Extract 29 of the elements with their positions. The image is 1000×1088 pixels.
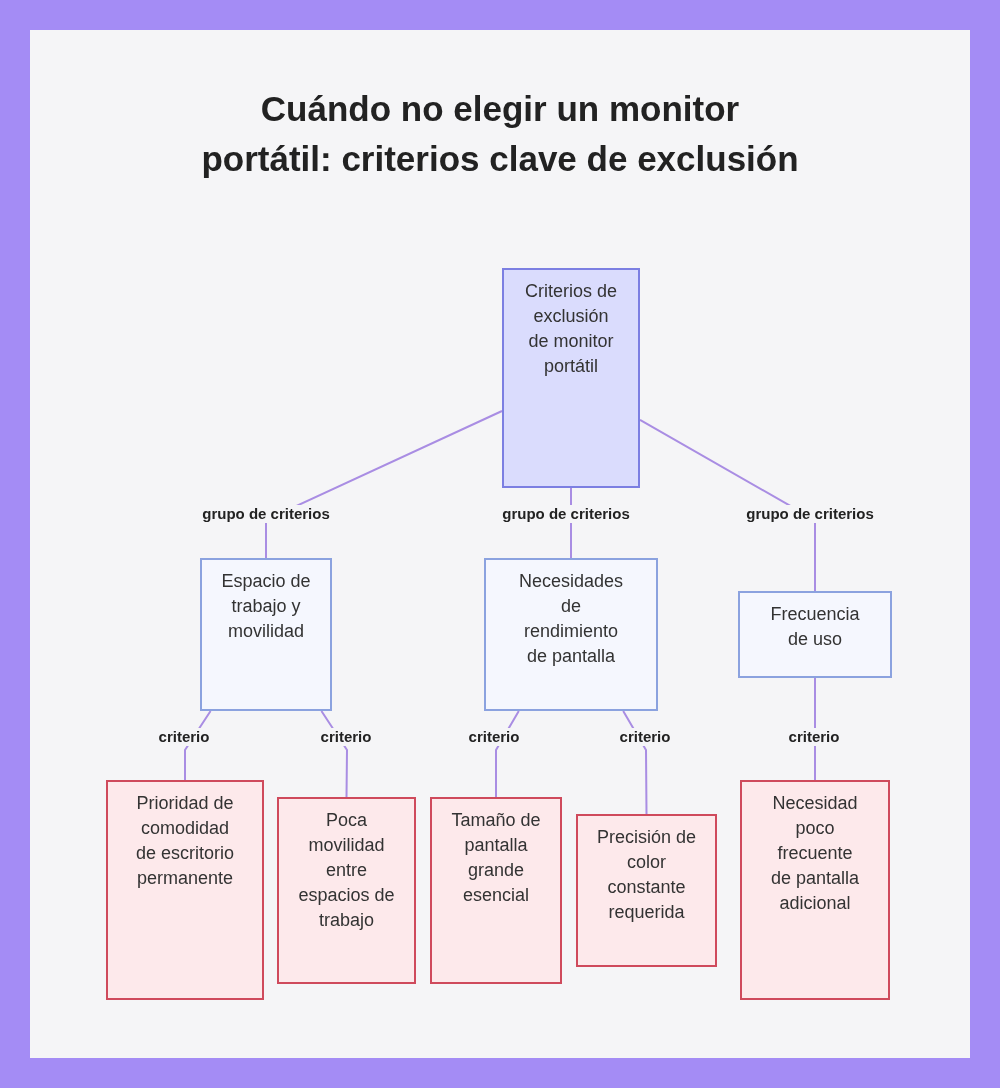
- node-text: Tamaño de pantalla grande esencial: [451, 809, 541, 907]
- node-text: Precisión de color constante requerida: [595, 826, 698, 924]
- edge-label: grupo de criterios: [744, 505, 876, 523]
- process-box: [502, 268, 640, 488]
- node-text: Frecuencia de uso: [769, 603, 861, 651]
- process-box: [576, 814, 717, 967]
- edge-label: criterio: [466, 728, 522, 746]
- edge-label: criterio: [156, 728, 212, 746]
- node-text: Poca movilidad entre espacios de trabajo: [297, 809, 396, 932]
- edge-label: criterio: [617, 728, 673, 746]
- edge-label: criterio: [318, 728, 374, 746]
- diagram-title: Cuándo no elegir un monitor portátil: criterios clave de exclusión: [200, 88, 800, 180]
- edge-label: criterio: [786, 728, 842, 746]
- connector-line: [639, 418, 816, 592]
- process-box: [740, 780, 890, 1000]
- node-text: Necesidad poco frecuente de pantalla adicional: [769, 792, 861, 915]
- process-box: [200, 558, 332, 711]
- node-text: Necesidades de rendimiento de pantalla: [517, 570, 625, 668]
- process-box: [738, 591, 892, 678]
- edge-label: grupo de criterios: [500, 505, 632, 523]
- node-text: Prioridad de comodidad de escritorio permanente: [134, 792, 235, 890]
- connector-line: [265, 410, 503, 559]
- process-box: [430, 797, 562, 984]
- node-text: Espacio de trabajo y movilidad: [220, 570, 312, 643]
- process-box: [277, 797, 416, 984]
- node-text: Criterios de exclusión de monitor portátil: [524, 280, 618, 378]
- process-box: [484, 558, 658, 711]
- process-box: [106, 780, 264, 1000]
- edge-label: grupo de criterios: [200, 505, 332, 523]
